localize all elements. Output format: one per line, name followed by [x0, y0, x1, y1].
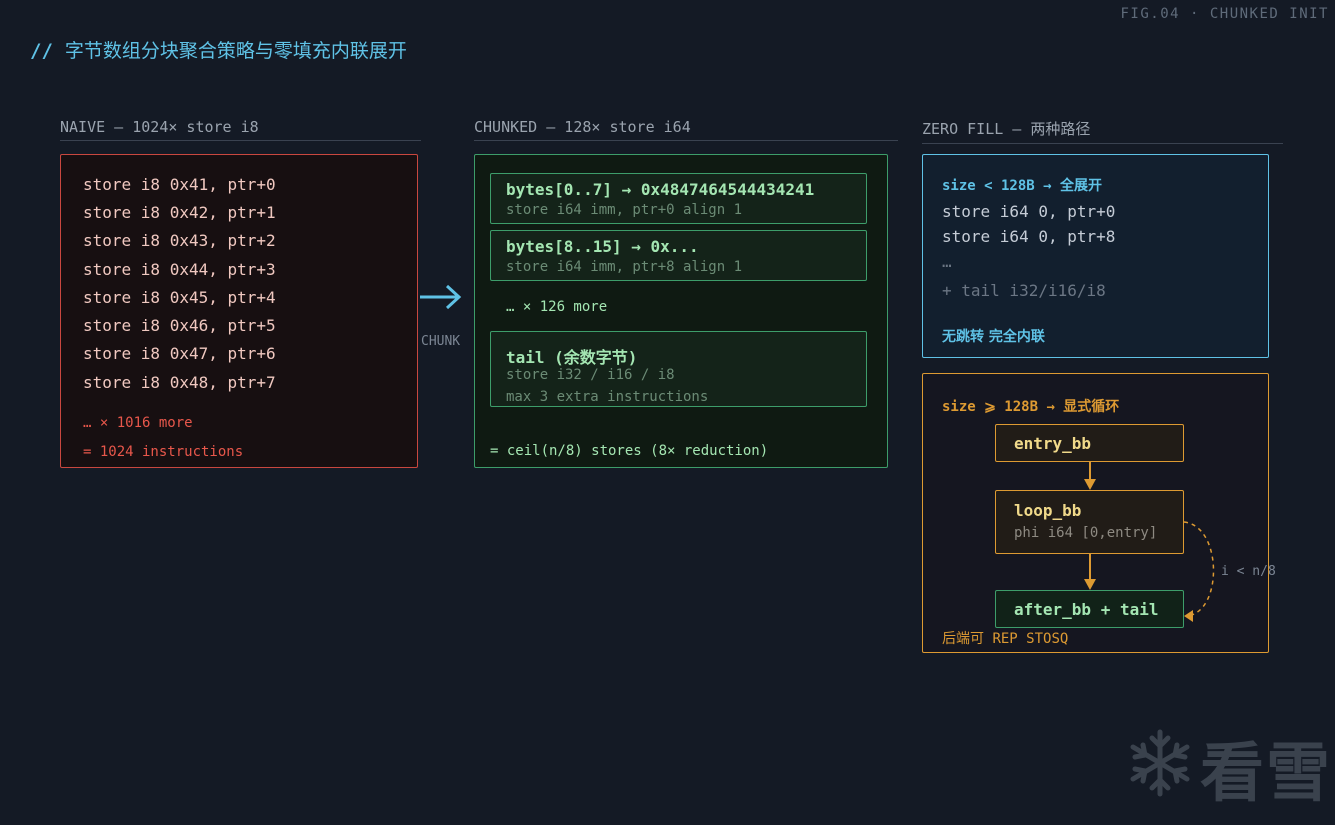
naive-line: store i8 0x48, ptr+7 — [83, 373, 276, 392]
chunked-more-note: … × 126 more — [506, 299, 608, 315]
loop-bb-label: loop_bb — [1014, 501, 1082, 520]
inline-line: … — [942, 252, 952, 271]
tail-sub: store i32 / i16 / i8 — [506, 367, 675, 383]
naive-line: store i8 0x46, ptr+5 — [83, 316, 276, 335]
backend-note: 后端可 REP STOSQ — [942, 628, 1068, 648]
inline-line: + tail i32/i16/i8 — [942, 281, 1106, 300]
inline-path-header: size < 128B → 全展开 — [942, 178, 1103, 194]
naive-total-note: = 1024 instructions — [83, 444, 244, 460]
tail-sub: max 3 extra instructions — [506, 389, 709, 405]
naive-line: store i8 0x42, ptr+1 — [83, 203, 276, 222]
naive-line: store i8 0x45, ptr+4 — [83, 288, 276, 307]
naive-line: store i8 0x44, ptr+3 — [83, 260, 276, 279]
naive-panel: store i8 0x41, ptr+0 store i8 0x42, ptr+… — [60, 154, 418, 468]
title-text: 字节数组分块聚合策略与零填充内联展开 — [64, 40, 407, 62]
loop-condition-label: i < n/8 — [1221, 564, 1276, 579]
chunked-summary: = ceil(n/8) stores (8× reduction) — [490, 443, 769, 459]
loop-cfg-edges — [1084, 462, 1215, 622]
title-prefix: // — [30, 40, 53, 62]
chunk-sub: store i64 imm, ptr+8 align 1 — [506, 259, 743, 275]
entry-bb-node: entry_bb — [995, 424, 1184, 462]
after-bb-node: after_bb + tail — [995, 590, 1184, 628]
chunk-sub: store i64 imm, ptr+0 align 1 — [506, 202, 743, 218]
loop-path-header: size ⩾ 128B → 显式循环 — [942, 399, 1120, 415]
figure-tag: FIG.04 · CHUNKED INIT — [1120, 6, 1329, 22]
tail-box: tail (余数字节) store i32 / i16 / i8 max 3 e… — [490, 331, 867, 407]
backend-note-cjk: 后端可 — [942, 631, 984, 647]
entry-bb-label: entry_bb — [1014, 434, 1092, 453]
backend-note-code: REP STOSQ — [992, 631, 1069, 647]
after-bb-label: after_bb + tail — [1014, 600, 1159, 619]
watermark-text: 看雪 — [1200, 737, 1332, 811]
chunk-box: bytes[0..7] → 0x4847464544434241 store i… — [490, 173, 867, 224]
naive-line: store i8 0x47, ptr+6 — [83, 344, 276, 363]
naive-more-note: … × 1016 more — [83, 415, 193, 431]
chunk-arrow-label: CHUNK — [421, 334, 461, 349]
chunk-box: bytes[8..15] → 0x... store i64 imm, ptr+… — [490, 230, 867, 281]
snowflake-logo-icon — [1130, 729, 1190, 797]
naive-header: NAIVE — 1024× store i8 — [60, 118, 421, 141]
chunked-panel: bytes[0..7] → 0x4847464544434241 store i… — [474, 154, 888, 468]
chunked-header: CHUNKED — 128× store i64 — [474, 118, 898, 141]
page-title: // 字节数组分块聚合策略与零填充内联展开 — [30, 36, 407, 63]
zero-fill-header: ZERO FILL — 两种路径 — [922, 118, 1283, 144]
loop-bb-node: loop_bb phi i64 [0,entry] — [995, 490, 1184, 554]
chunk-arrow-icon — [420, 284, 462, 310]
inline-path-footer: 无跳转 完全内联 — [942, 329, 1045, 345]
inline-line: store i64 0, ptr+8 — [942, 227, 1116, 246]
chunk-main: bytes[8..15] → 0x... — [506, 237, 699, 256]
loop-path-panel: size ⩾ 128B → 显式循环 entry_bb loop_bb phi … — [922, 373, 1276, 653]
naive-line: store i8 0x41, ptr+0 — [83, 175, 276, 194]
inline-line: store i64 0, ptr+0 — [942, 202, 1116, 221]
chunk-main: bytes[0..7] → 0x4847464544434241 — [506, 180, 815, 199]
loop-bb-phi: phi i64 [0,entry] — [1014, 525, 1158, 541]
naive-line: store i8 0x43, ptr+2 — [83, 231, 276, 250]
tail-main: tail (余数字节) — [506, 348, 638, 367]
inline-path-panel: size < 128B → 全展开 store i64 0, ptr+0 sto… — [922, 154, 1269, 358]
